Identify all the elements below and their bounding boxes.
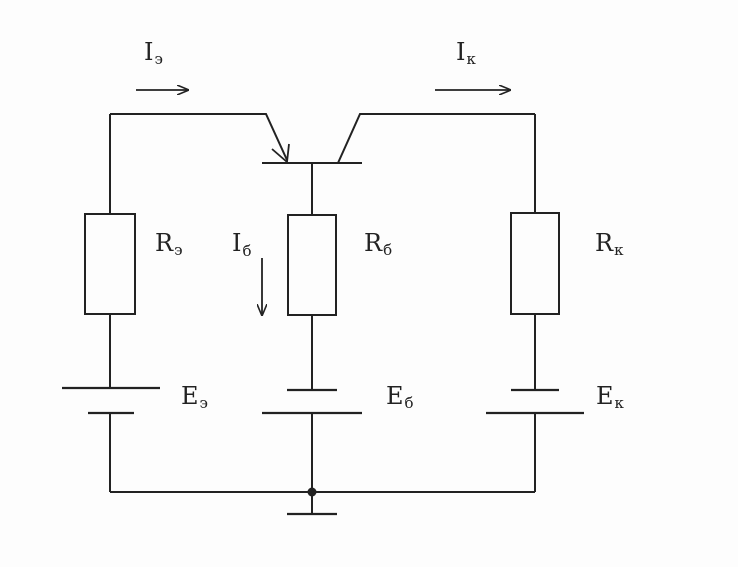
base-source-label: Eб (386, 382, 414, 412)
emitter-current-label: Iэ (144, 38, 163, 68)
collector-lead (337, 113, 535, 164)
emitter-arrow (271, 143, 290, 164)
emitter-source-label: Eэ (181, 382, 208, 412)
emitter-resistor-label: Rэ (155, 229, 182, 259)
collector-source-label: Eк (596, 382, 625, 412)
base-branch (262, 163, 362, 514)
emitter-branch (62, 114, 160, 492)
base-resistor-label: Rб (364, 229, 392, 259)
collector-resistor-label: Rк (595, 229, 624, 259)
base-current-label: Iб (232, 229, 252, 260)
emitter-lead (110, 113, 288, 161)
collector-current-label: Iк (456, 38, 476, 68)
transistor-symbol (110, 113, 535, 164)
junction-dot (307, 487, 317, 497)
collector-resistor (510, 212, 560, 315)
collector-branch (486, 114, 584, 492)
emitter-resistor (84, 213, 136, 315)
base-resistor (287, 214, 337, 316)
